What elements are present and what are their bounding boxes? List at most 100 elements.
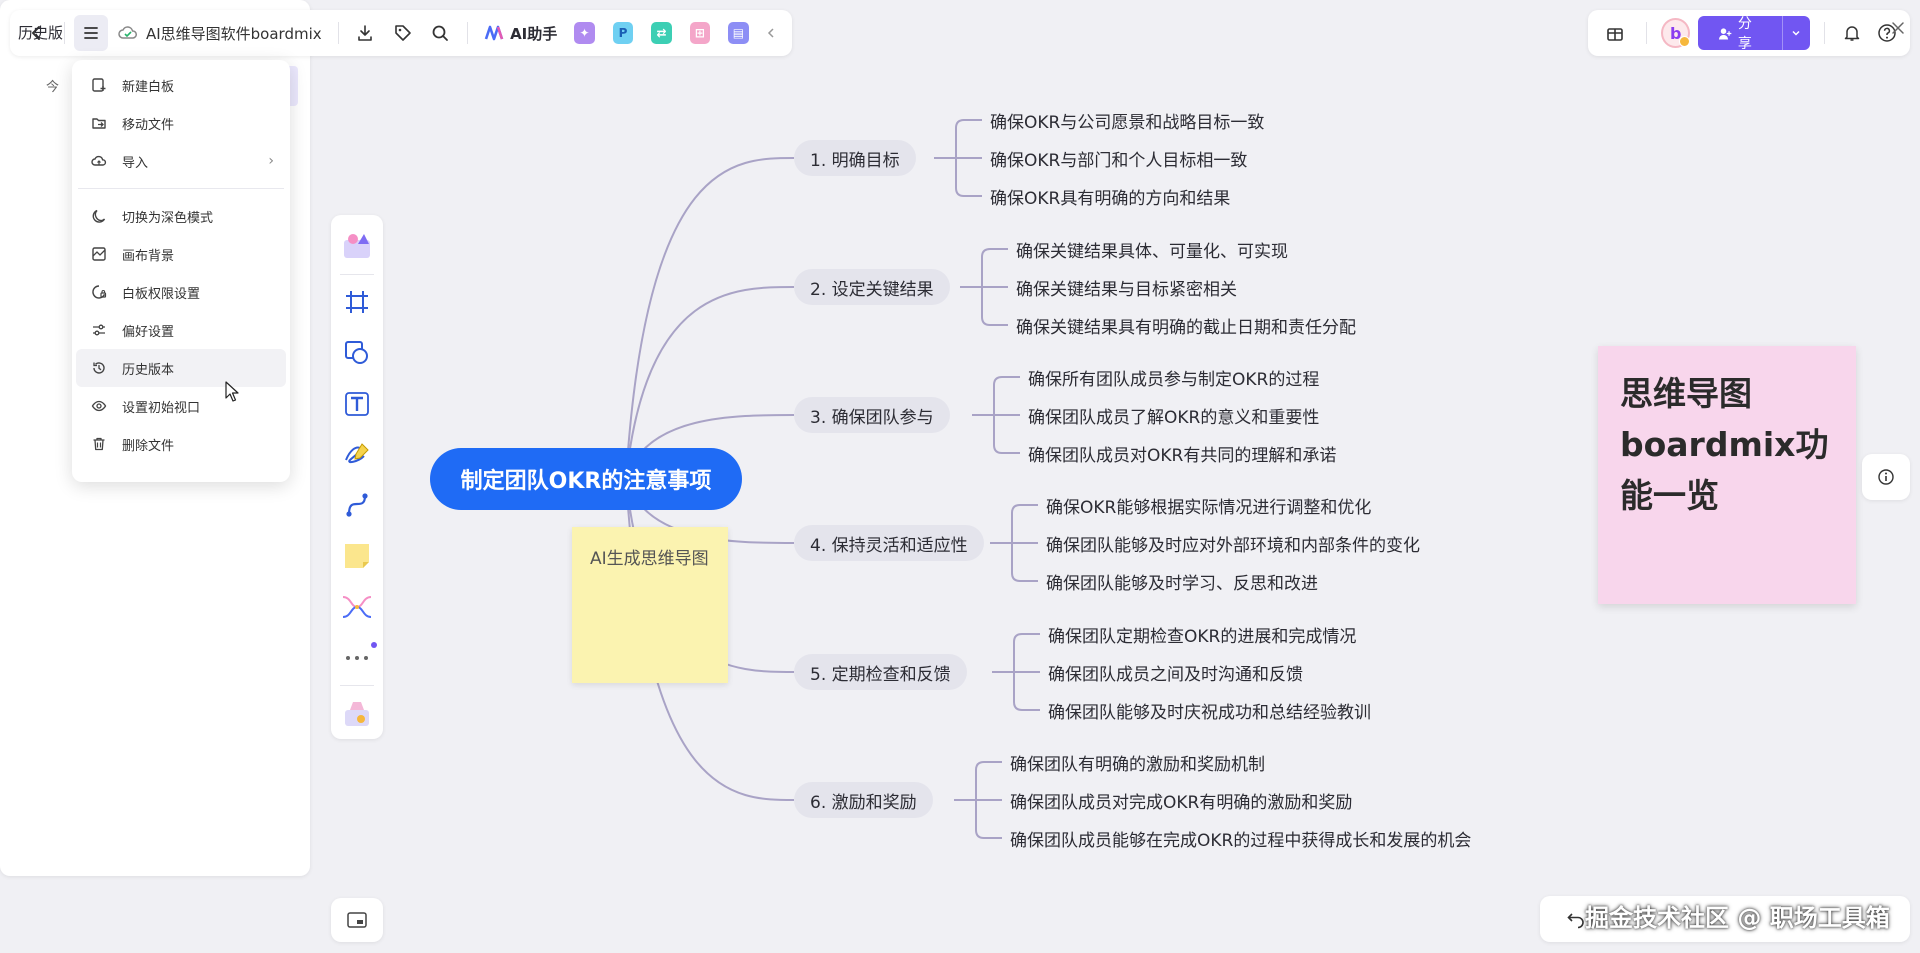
collapse-toolbar-button[interactable] (760, 15, 782, 51)
menu-item-dark-mode[interactable]: 切换为深色模式 (76, 197, 286, 235)
connector-line (975, 800, 1002, 839)
share-main-button[interactable]: 分享 (1698, 16, 1782, 50)
mindmap-leaf-node[interactable]: 确保团队成员对OKR有共同的理解和承诺 (1028, 446, 1337, 466)
menu-item-label: 删除文件 (122, 438, 175, 454)
file-title-text: AI思维导图软件boardmix (145, 24, 322, 43)
mindmap-leaf-node[interactable]: 确保团队成员了解OKR的意义和重要性 (1028, 408, 1320, 428)
menu-item-import[interactable]: 导入 › (76, 142, 286, 180)
notifications-button[interactable] (1839, 15, 1866, 51)
gift-button[interactable] (1598, 15, 1632, 51)
mindmap-icon (342, 595, 372, 618)
menu-item-board-permissions[interactable]: 白板权限设置 (76, 273, 286, 311)
chevron-left-icon (31, 26, 40, 40)
connector-line (625, 286, 795, 480)
mindmap-branch-node[interactable]: 3. 确保团队参与 (794, 397, 950, 433)
frame-tool[interactable] (337, 277, 377, 328)
sticky-note-yellow[interactable]: AI生成思维导图 (572, 527, 728, 683)
connector-line (625, 157, 795, 480)
download-button[interactable] (349, 15, 383, 51)
menu-item-canvas-background[interactable]: 画布背景 (76, 235, 286, 273)
plugin-p-label: P (618, 26, 628, 40)
mindmap-leaf-node[interactable]: 确保团队成员对完成OKR有明确的激励和奖励 (1010, 793, 1353, 813)
close-history-button[interactable] (1890, 20, 1906, 41)
mindmap-branch-node[interactable]: 5. 定期检查和反馈 (794, 654, 967, 690)
undo-button[interactable] (1558, 901, 1594, 937)
bell-icon (1844, 26, 1860, 41)
help-button[interactable] (1873, 15, 1900, 51)
connector-line (955, 158, 982, 197)
menu-item-label: 新建白板 (122, 79, 175, 95)
plugin-image-gen-button[interactable]: ✦ (574, 22, 595, 44)
plugin-chat-button[interactable]: ▤ (728, 22, 749, 44)
search-icon (432, 25, 449, 41)
mindmap-branch-node[interactable]: 2. 设定关键结果 (794, 269, 950, 305)
menu-item-label: 移动文件 (122, 117, 175, 133)
minimap-button[interactable] (331, 898, 383, 942)
mindmap-leaf-node[interactable]: 确保团队有明确的激励和奖励机制 (1010, 755, 1265, 775)
menu-item-preferences[interactable]: 偏好设置 (76, 311, 286, 349)
file-title[interactable]: AI思维导图软件boardmix (112, 23, 328, 44)
share-label: 分享 (1737, 16, 1752, 50)
mindmap-leaf-node[interactable]: 确保OKR具有明确的方向和结果 (990, 189, 1231, 209)
sticky-note-tool[interactable] (337, 531, 377, 582)
ai-assistant-button[interactable]: AI助手 (478, 23, 563, 44)
more-tools-button[interactable] (337, 632, 377, 683)
mindmap-leaf-node[interactable]: 确保团队能够及时学习、反思和改进 (1046, 574, 1318, 594)
toolbar-divider (337, 22, 339, 44)
mindmap-leaf-node[interactable]: 确保团队成员能够在完成OKR的过程中获得成长和发展的机会 (1010, 831, 1472, 851)
sliders-icon (90, 321, 108, 339)
main-menu-button[interactable] (74, 15, 108, 51)
undo-icon (1567, 913, 1584, 929)
pen-tool[interactable] (337, 429, 377, 480)
mindmap-branch-node[interactable]: 4. 保持灵活和适应性 (794, 525, 984, 561)
mindmap-branch-node[interactable]: 6. 激励和奖励 (794, 782, 933, 818)
back-button[interactable] (20, 15, 54, 51)
menu-item-move-file[interactable]: 移动文件 (76, 104, 286, 142)
share-dropdown-button[interactable] (1781, 16, 1810, 50)
mindmap-leaf-node[interactable]: 确保关键结果具有明确的截止日期和责任分配 (1016, 318, 1356, 338)
text-tool[interactable] (337, 378, 377, 429)
mindmap-leaf-node[interactable]: 确保关键结果具体、可量化、可实现 (1016, 242, 1288, 262)
mindmap-leaf-node[interactable]: 确保团队成员之间及时沟通和反馈 (1048, 665, 1303, 685)
plugin-p-button[interactable]: P (612, 22, 634, 44)
cloud-check-icon (118, 26, 137, 39)
connector-line (1013, 633, 1040, 672)
connector-line (1013, 672, 1040, 711)
menu-item-delete-file[interactable]: 删除文件 (76, 425, 286, 463)
menu-item-label: 切换为深色模式 (122, 210, 214, 226)
ai-logo-icon (484, 25, 504, 41)
boardmix-apps-tool[interactable] (337, 688, 377, 739)
mindmap-leaf-node[interactable]: 确保所有团队成员参与制定OKR的过程 (1028, 370, 1320, 390)
connector-tool[interactable] (337, 480, 377, 531)
sticky-note-pink[interactable]: 思维导图boardmix功能一览 (1598, 346, 1856, 604)
tag-button[interactable] (386, 15, 420, 51)
info-button[interactable] (1862, 454, 1910, 500)
share-button[interactable]: 分享 (1698, 16, 1810, 50)
user-avatar[interactable]: b (1661, 18, 1691, 48)
sparkle-image-icon: ✦ (579, 26, 590, 40)
mindmap-leaf-node[interactable]: 确保OKR与部门和个人目标相一致 (990, 151, 1248, 171)
mindmap-leaf-node[interactable]: 确保团队定期检查OKR的进展和完成情况 (1048, 627, 1357, 647)
menu-item-initial-viewport[interactable]: 设置初始视口 (76, 387, 286, 425)
connector-line (993, 376, 1020, 415)
shape-tool[interactable] (337, 328, 377, 379)
mindmap-tool[interactable] (337, 582, 377, 633)
gift-box-icon (1607, 28, 1623, 41)
mindmap-leaf-node[interactable]: 确保OKR与公司愿景和战略目标一致 (990, 113, 1265, 133)
template-tool[interactable] (337, 221, 377, 272)
plugin-diagram-button[interactable]: ⊞ (689, 22, 711, 44)
search-button[interactable] (424, 15, 458, 51)
mindmap-root-node[interactable]: 制定团队OKR的注意事项 (430, 448, 742, 510)
menu-item-history-version[interactable]: 历史版本 (76, 349, 286, 387)
menu-item-new-board[interactable]: 新建白板 (76, 66, 286, 104)
mindmap-leaf-node[interactable]: 确保OKR能够根据实际情况进行调整和优化 (1046, 498, 1372, 518)
mindmap-leaf-node[interactable]: 确保团队能够及时庆祝成功和总结经验教训 (1048, 703, 1371, 723)
mindmap-branch-node[interactable]: 1. 明确目标 (794, 140, 916, 176)
top-toolbar: AI思维导图软件boardmix AI助手 ✦ P ⇄ ⊞ ▤ (10, 10, 792, 56)
mindmap-leaf-node[interactable]: 确保团队能够及时应对外部环境和内部条件的变化 (1046, 536, 1420, 556)
menu-item-label: 设置初始视口 (122, 400, 201, 416)
mindmap-leaf-node[interactable]: 确保关键结果与目标紧密相关 (1016, 280, 1237, 300)
moon-icon (90, 207, 108, 225)
plugin-flow-button[interactable]: ⇄ (651, 22, 672, 44)
